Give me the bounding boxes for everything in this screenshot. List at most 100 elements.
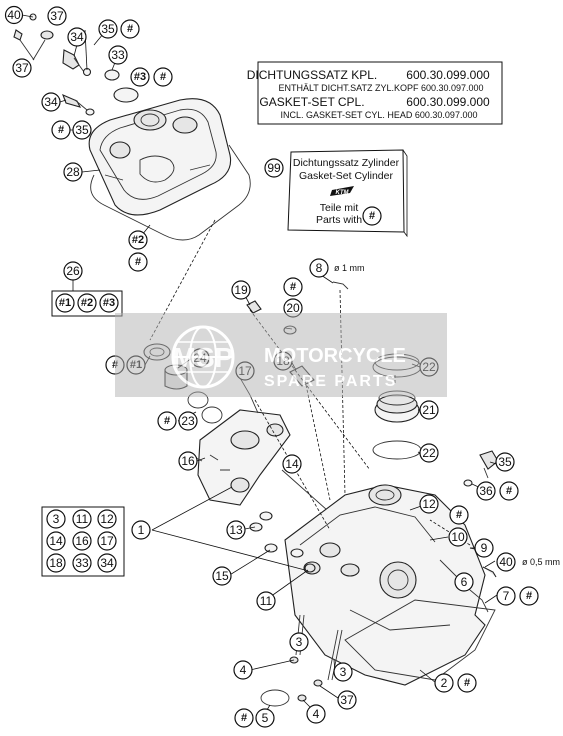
callout-29[interactable]: 33: [108, 45, 128, 65]
callout-hash-10[interactable]: #: [449, 505, 469, 525]
svg-text:26: 26: [66, 264, 80, 278]
group1-item-12[interactable]: 12: [97, 509, 117, 529]
group26-item-hash1[interactable]: #1: [55, 293, 75, 313]
callout-hash-32-lower[interactable]: #: [51, 120, 71, 140]
group1-item-34[interactable]: 34: [97, 553, 117, 573]
callout-15[interactable]: 15: [212, 566, 232, 586]
callout-40[interactable]: 40: [496, 552, 516, 572]
svg-text:#: #: [369, 210, 375, 222]
svg-text:#: #: [135, 256, 141, 268]
svg-text:#: #: [464, 677, 470, 689]
svg-text:19: 19: [234, 283, 248, 297]
callout-hash-in-box[interactable]: #: [362, 206, 382, 226]
callout-hash-2-gasket[interactable]: #: [457, 673, 477, 693]
svg-text:12: 12: [422, 497, 436, 511]
svg-text:1: 1: [138, 523, 145, 537]
callout-hash-5[interactable]: #: [234, 708, 254, 728]
callout-14[interactable]: 14: [282, 454, 302, 474]
svg-text:34: 34: [100, 556, 114, 570]
callout-2[interactable]: 2: [434, 673, 454, 693]
svg-text:#3: #3: [103, 297, 115, 309]
svg-text:34: 34: [44, 95, 58, 109]
callout-10[interactable]: 10: [448, 527, 468, 547]
group1-item-17[interactable]: 17: [97, 531, 117, 551]
callout-hash-2[interactable]: #: [128, 252, 148, 272]
callout-31-lower[interactable]: 34: [41, 92, 61, 112]
callout-36-left[interactable]: 37: [12, 58, 32, 78]
watermark-logo-text: MSP: [173, 342, 234, 373]
callout-28[interactable]: 28: [63, 162, 83, 182]
callout-26[interactable]: 26: [63, 261, 83, 281]
group1-item-16[interactable]: 16: [72, 531, 92, 551]
callout-22[interactable]: 22: [419, 443, 439, 463]
cylinder-gasket-title-de: Dichtungssatz Zylinder: [293, 157, 400, 169]
callout-4-left[interactable]: 4: [233, 660, 253, 680]
ktm-logo-text: KTM: [336, 190, 350, 196]
callout-hash-34[interactable]: #: [499, 481, 519, 501]
svg-text:#: #: [290, 281, 296, 293]
callout-8[interactable]: 8: [309, 258, 329, 278]
callout-24[interactable]: 23: [178, 411, 198, 431]
callout-34[interactable]: 36: [476, 481, 496, 501]
callout-7[interactable]: 7: [496, 586, 516, 606]
callout-33[interactable]: 35: [495, 452, 515, 472]
watermark-title: MOTORCYCLE: [264, 345, 406, 367]
callout-1[interactable]: 1: [131, 520, 151, 540]
callout-hash-32-top[interactable]: #: [120, 19, 140, 39]
callout-hash3[interactable]: #3: [130, 67, 150, 87]
callout-12[interactable]: 12: [419, 494, 439, 514]
callout-13[interactable]: 13: [226, 520, 246, 540]
callout-32-lower[interactable]: 35: [72, 120, 92, 140]
gasket-set-info-box: DICHTUNGSSATZ KPL. 600.30.099.000 ENTHÄL…: [247, 61, 503, 125]
svg-text:8: 8: [316, 261, 323, 275]
part-nuts-4-35: [260, 656, 323, 707]
callout-11[interactable]: 11: [256, 591, 276, 611]
cylinder-gasket-note-en: Parts with: [316, 214, 362, 226]
group-box-26: #1 #2 #3: [51, 290, 123, 317]
callout-hash-20[interactable]: #: [283, 277, 303, 297]
svg-text:35: 35: [101, 22, 115, 36]
callout-3-right[interactable]: 3: [333, 662, 353, 682]
dimension-note-part8: ø 1 mm: [334, 263, 365, 273]
svg-text:7: 7: [503, 589, 510, 603]
group26-item-hash3[interactable]: #3: [99, 293, 119, 313]
dimension-note-part40: ø 0,5 mm: [522, 557, 560, 567]
callout-hash2[interactable]: #2: [128, 230, 148, 250]
callout-3-left[interactable]: 3: [289, 632, 309, 652]
part-sensor-33: [463, 450, 499, 487]
callout-37[interactable]: 40: [4, 5, 24, 25]
callout-35[interactable]: 37: [337, 690, 357, 710]
callout-9[interactable]: 9: [474, 538, 494, 558]
svg-text:#: #: [58, 124, 64, 136]
group1-item-11[interactable]: 11: [72, 509, 92, 529]
gasket-set-de-label: DICHTUNGSSATZ KPL.: [247, 68, 377, 82]
callout-21[interactable]: 21: [419, 400, 439, 420]
group1-item-33[interactable]: 33: [72, 553, 92, 573]
callout-5[interactable]: 5: [255, 708, 275, 728]
group1-item-3[interactable]: 3: [46, 509, 66, 529]
group1-item-14[interactable]: 14: [46, 531, 66, 551]
gasket-set-en-note: INCL. GASKET-SET CYL. HEAD 600.30.097.00…: [281, 110, 478, 120]
callout-19[interactable]: 19: [231, 280, 251, 300]
svg-text:16: 16: [75, 534, 89, 548]
callout-6[interactable]: 6: [454, 572, 474, 592]
svg-text:#: #: [127, 23, 133, 35]
gasket-set-en-number: 600.30.099.000: [406, 95, 490, 109]
group26-item-hash2[interactable]: #2: [77, 293, 97, 313]
callout-20[interactable]: 20: [283, 298, 303, 318]
callout-32-top[interactable]: 35: [98, 19, 118, 39]
callout-hash-7[interactable]: #: [519, 586, 539, 606]
svg-text:23: 23: [181, 414, 195, 428]
callout-99[interactable]: 99: [264, 158, 284, 178]
callout-31-top[interactable]: 34: [67, 27, 87, 47]
callout-hash-24[interactable]: #: [157, 411, 177, 431]
watermark-band: [115, 313, 447, 397]
callout-4-right[interactable]: 4: [306, 704, 326, 724]
part-nipple-8: [332, 281, 349, 290]
group1-item-18[interactable]: 18: [46, 553, 66, 573]
callout-36-top[interactable]: 37: [47, 6, 67, 26]
part-cylinder-head: [284, 484, 486, 686]
callout-16[interactable]: 16: [178, 451, 198, 471]
callout-hash-3[interactable]: #: [153, 67, 173, 87]
